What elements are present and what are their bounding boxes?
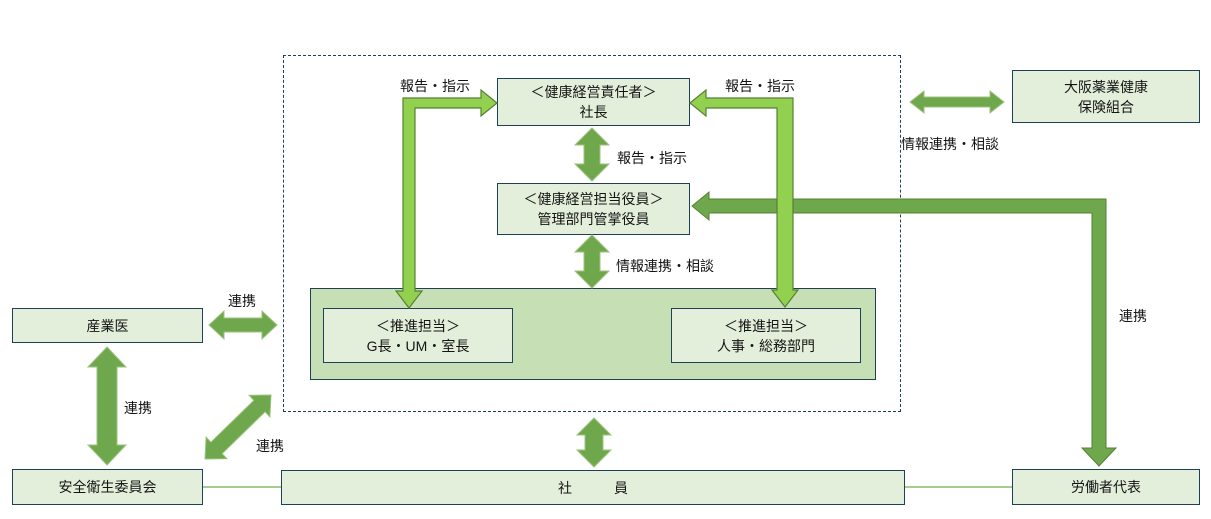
info-label-right: 情報連携・相談 [901, 136, 999, 152]
double-arrow-structure-insurance [909, 89, 1005, 115]
renkei-label-top-left: 連携 [228, 293, 256, 309]
promoter-left-line2: G長・UM・室長 [366, 337, 470, 354]
double-arrow-structure-employees [575, 417, 613, 468]
promoter-right-line1: ＜推進担当＞ [724, 317, 808, 334]
renkei-label-diagonal: 連携 [256, 438, 284, 454]
double-arrow-physician-safety [86, 346, 128, 466]
insurance-union-box: 大阪薬業健康 保険組合 [1012, 70, 1200, 123]
report-label-right: 報告・指示 [725, 78, 795, 94]
president-box-line1: ＜健康経営責任者＞ [530, 84, 657, 100]
employees-box: 社 員 [281, 470, 905, 505]
officer-box-line2: 管理部門管掌役員 [537, 211, 650, 227]
officer-box: ＜健康経営担当役員＞ 管理部門管掌役員 [497, 183, 690, 235]
insurance-union-line2: 保険組合 [1078, 98, 1134, 115]
renkei-label-right: 連携 [1119, 308, 1147, 324]
promoter-left-box: ＜推進担当＞ G長・UM・室長 [323, 308, 513, 363]
connector-safety-to-employees [203, 486, 281, 488]
employees-label: 社 員 [558, 479, 628, 496]
industrial-physician-label: 産業医 [86, 317, 129, 334]
connector-employees-to-worker-rep [905, 486, 1012, 488]
report-label-center: 報告・指示 [617, 150, 687, 166]
president-box: ＜健康経営責任者＞ 社長 [497, 78, 690, 126]
report-label-left: 報告・指示 [400, 78, 470, 94]
double-arrow-physician-structure [208, 309, 278, 341]
officer-box-line1: ＜健康経営担当役員＞ [523, 191, 664, 207]
president-box-line2: 社長 [579, 104, 608, 120]
promoter-right-box: ＜推進担当＞ 人事・総務部門 [671, 308, 861, 363]
safety-committee-label: 安全衛生委員会 [58, 479, 157, 495]
insurance-union-line1: 大阪薬業健康 [1064, 78, 1148, 95]
safety-committee-box: 安全衛生委員会 [12, 469, 203, 505]
worker-representative-box: 労働者代表 [1012, 469, 1200, 505]
promoter-right-line2: 人事・総務部門 [717, 337, 815, 354]
info-label-center: 情報連携・相談 [616, 258, 714, 274]
industrial-physician-box: 産業医 [12, 308, 203, 343]
worker-representative-label: 労働者代表 [1071, 479, 1141, 495]
renkei-label-left: 連携 [124, 400, 152, 416]
promoter-left-line1: ＜推進担当＞ [376, 317, 460, 334]
